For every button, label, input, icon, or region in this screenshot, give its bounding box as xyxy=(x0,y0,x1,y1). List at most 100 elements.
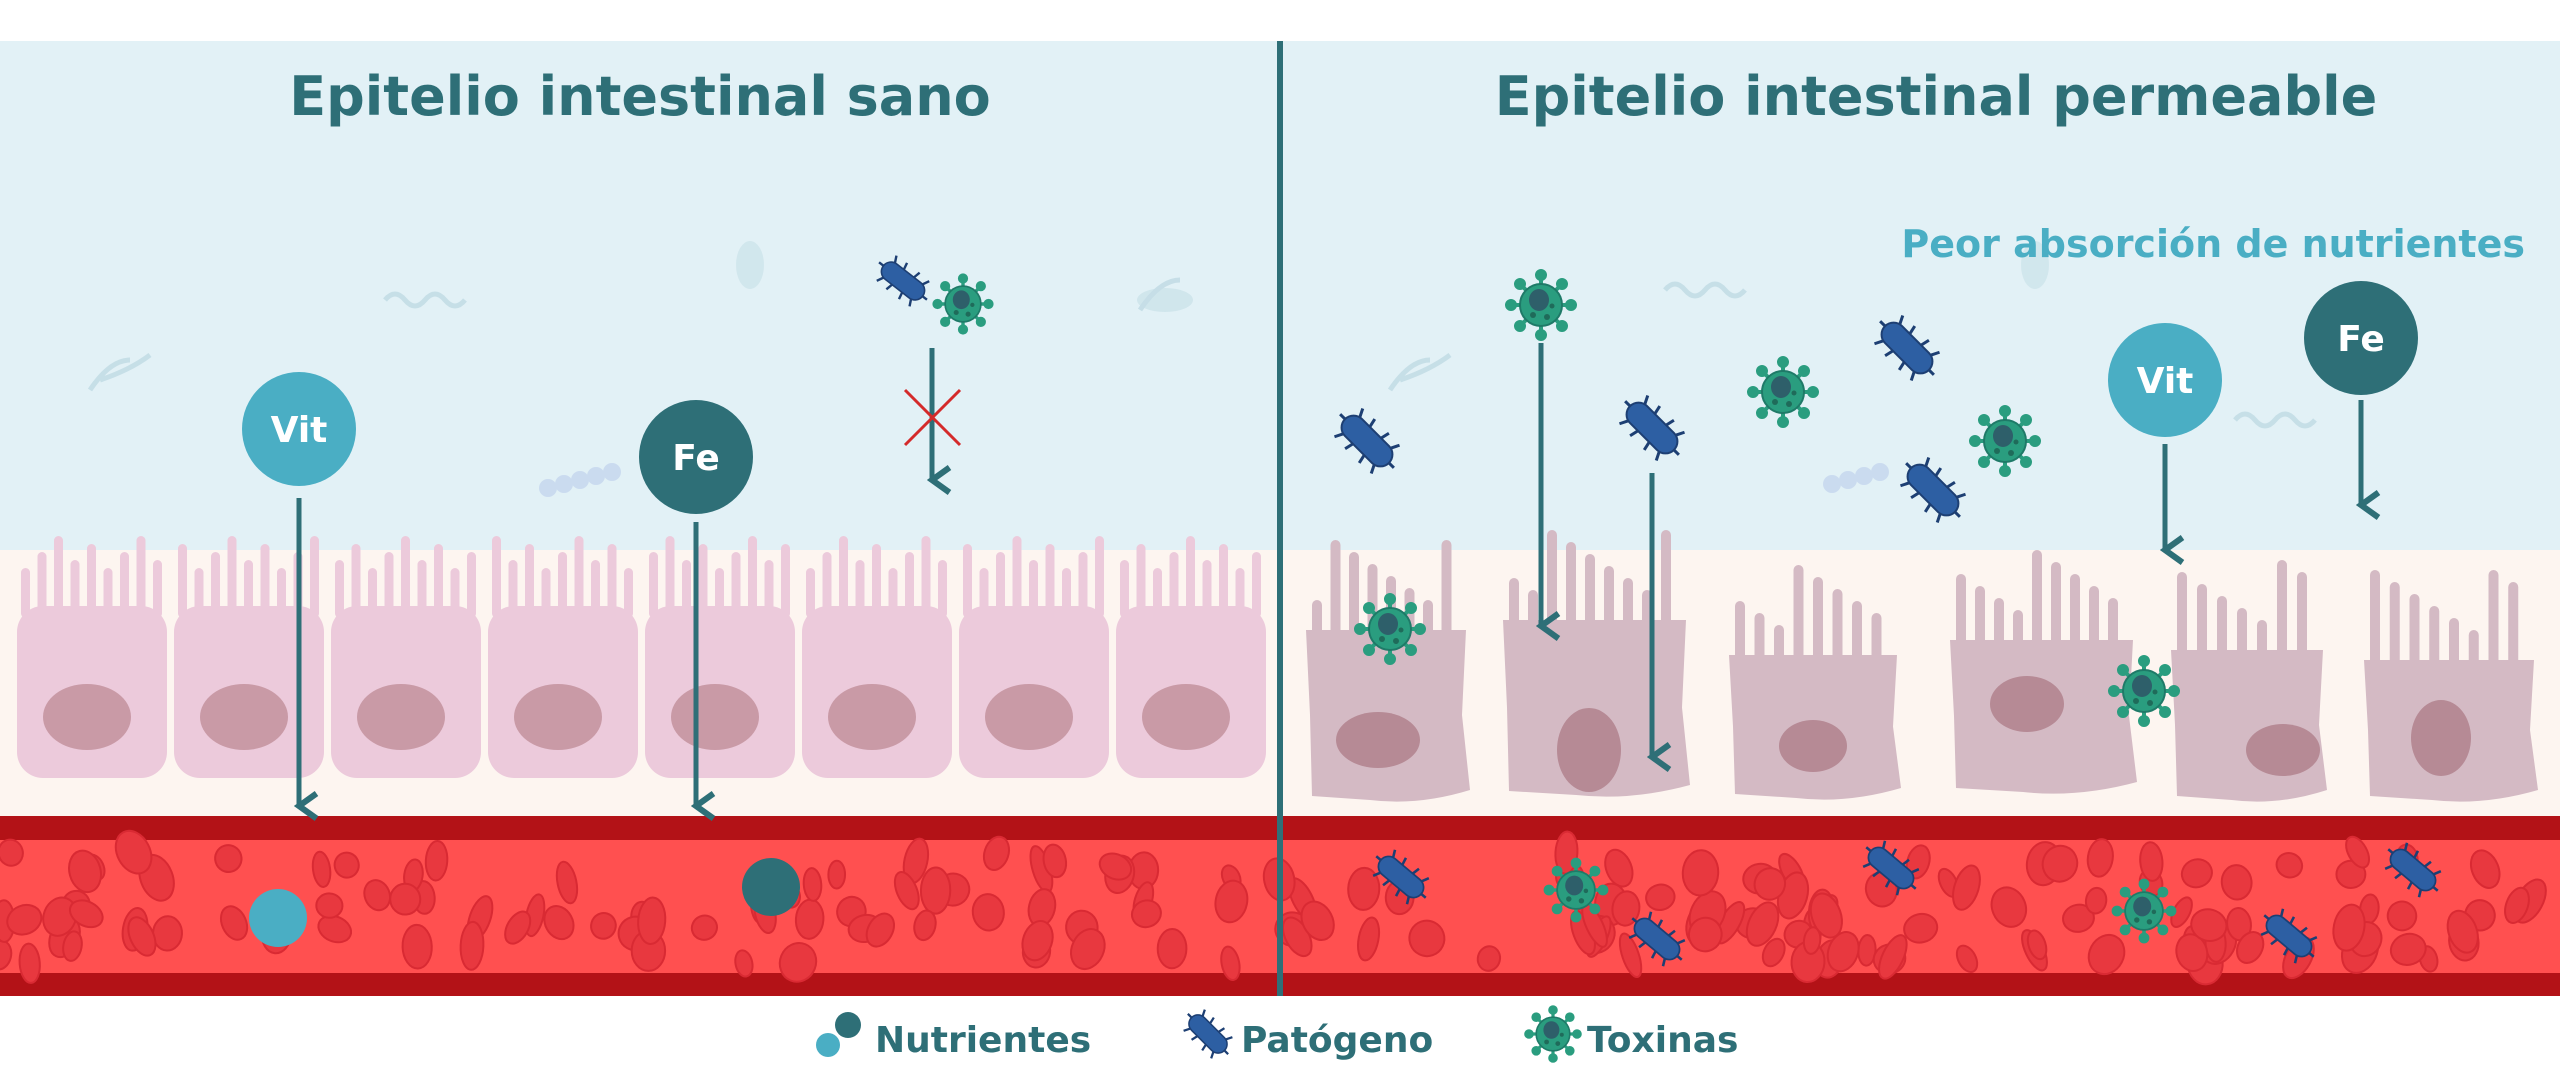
red-blood-cell xyxy=(1408,919,1446,958)
red-blood-cell xyxy=(363,879,392,912)
red-blood-cell xyxy=(68,849,103,894)
red-blood-cell xyxy=(2236,931,2265,964)
red-blood-cell xyxy=(62,930,83,962)
red-blood-cell xyxy=(1802,926,1822,955)
healthy-cell xyxy=(1116,536,1266,778)
toxin-icon xyxy=(2111,878,2177,944)
cell-nucleus xyxy=(514,684,602,750)
absorbed-iron xyxy=(742,858,800,916)
legend-nutrients: Nutrientes xyxy=(875,1020,1091,1061)
red-blood-cell xyxy=(802,867,823,902)
red-blood-cell xyxy=(1687,916,1723,953)
red-blood-cell xyxy=(127,916,157,957)
red-blood-cell xyxy=(827,859,847,890)
cell-nucleus xyxy=(985,684,1073,750)
iron-nutrient: Fe xyxy=(639,400,753,514)
red-blood-cell xyxy=(1955,944,1979,974)
red-blood-cell xyxy=(2220,864,2253,901)
red-blood-cell xyxy=(311,850,332,888)
healthy-cell xyxy=(17,536,167,778)
red-blood-cell xyxy=(1611,890,1641,927)
healthy-cell xyxy=(174,536,324,778)
cell-nucleus xyxy=(1142,684,1230,750)
cell-nucleus xyxy=(1779,720,1847,772)
red-blood-cell xyxy=(214,844,243,873)
cell-nucleus xyxy=(43,684,131,750)
red-blood-cell xyxy=(504,910,532,945)
red-blood-cell xyxy=(1156,928,1188,970)
cell-nucleus xyxy=(828,684,916,750)
toxin-icon xyxy=(1524,1005,1582,1063)
healthy-cell xyxy=(331,536,481,778)
faint-background-microbes xyxy=(87,241,2317,497)
red-blood-cell xyxy=(893,871,920,911)
red-blood-cell xyxy=(1069,928,1106,971)
red-blood-cell xyxy=(1130,899,1162,929)
red-blood-cell xyxy=(1618,932,1643,979)
red-blood-cell xyxy=(459,920,485,971)
cell-nucleus xyxy=(671,684,759,750)
nutrients-icon xyxy=(816,1012,861,1057)
red-blood-cell xyxy=(1681,849,1720,897)
red-blood-cell xyxy=(1042,843,1068,879)
red-blood-cell xyxy=(6,903,43,936)
pathogen-icon xyxy=(1175,1001,1241,1067)
red-blood-cell xyxy=(1220,945,1241,982)
damaged-cell xyxy=(2171,560,2327,802)
iron-label: Fe xyxy=(672,438,720,479)
red-blood-cell xyxy=(1021,920,1054,962)
red-blood-cell xyxy=(778,942,818,983)
red-blood-cell xyxy=(1098,852,1133,881)
vitamin-label: Vit xyxy=(2137,361,2194,402)
healthy-cell xyxy=(645,536,795,778)
cell-nucleus xyxy=(1557,708,1621,792)
red-blood-cell xyxy=(424,840,449,882)
red-blood-cell xyxy=(2139,841,2164,882)
red-blood-cell xyxy=(1878,934,1908,980)
cell-nucleus xyxy=(200,684,288,750)
red-blood-cell xyxy=(919,866,952,915)
red-blood-cell xyxy=(18,942,41,984)
legend-pathogen: Patógeno xyxy=(1241,1020,1433,1061)
red-blood-cell xyxy=(401,923,433,970)
red-blood-cell xyxy=(317,914,353,944)
damaged-cell xyxy=(1503,530,1690,797)
toxin-icon xyxy=(1543,857,1609,923)
red-blood-cell xyxy=(315,892,344,919)
red-blood-cell xyxy=(1952,864,1981,911)
red-blood-cell xyxy=(543,905,575,941)
red-blood-cell xyxy=(152,915,183,952)
cell-nucleus xyxy=(357,684,445,750)
red-blood-cell xyxy=(68,899,104,929)
left-panel-title: Epitelio intestinal sano xyxy=(289,65,991,128)
damaged-cell xyxy=(1306,540,1470,802)
red-blood-cell xyxy=(1745,901,1780,947)
red-blood-cell xyxy=(2041,844,2079,883)
red-blood-cell xyxy=(637,896,667,945)
toxin-icon xyxy=(2108,655,2180,727)
red-blood-cell xyxy=(1347,866,1381,911)
red-blood-cell xyxy=(865,912,896,948)
iron-nutrient: Fe xyxy=(2304,281,2418,395)
red-blood-cell xyxy=(2332,903,2366,952)
red-blood-cell xyxy=(590,912,617,940)
red-blood-cell xyxy=(2469,849,2501,889)
toxin-icon xyxy=(1505,269,1577,341)
red-blood-cell xyxy=(1809,892,1843,939)
healthy-epithelial-cells xyxy=(17,536,1266,778)
red-blood-cell xyxy=(1761,937,1786,968)
healthy-cell xyxy=(488,536,638,778)
healthy-cell xyxy=(802,536,952,778)
red-blood-cell xyxy=(2086,838,2114,878)
red-blood-cell xyxy=(1903,912,1939,944)
damaged-cell xyxy=(1950,550,2137,794)
red-blood-cell xyxy=(2504,886,2530,924)
red-blood-cell xyxy=(2389,932,2427,966)
vitamin-nutrient: Vit xyxy=(2108,323,2222,437)
legend: Nutrientes Patógeno Toxinas xyxy=(816,1001,1738,1067)
red-blood-cell xyxy=(1645,883,1676,912)
cell-nucleus xyxy=(1990,676,2064,732)
red-blood-cell xyxy=(1476,945,1502,972)
red-blood-cell xyxy=(2386,900,2418,932)
